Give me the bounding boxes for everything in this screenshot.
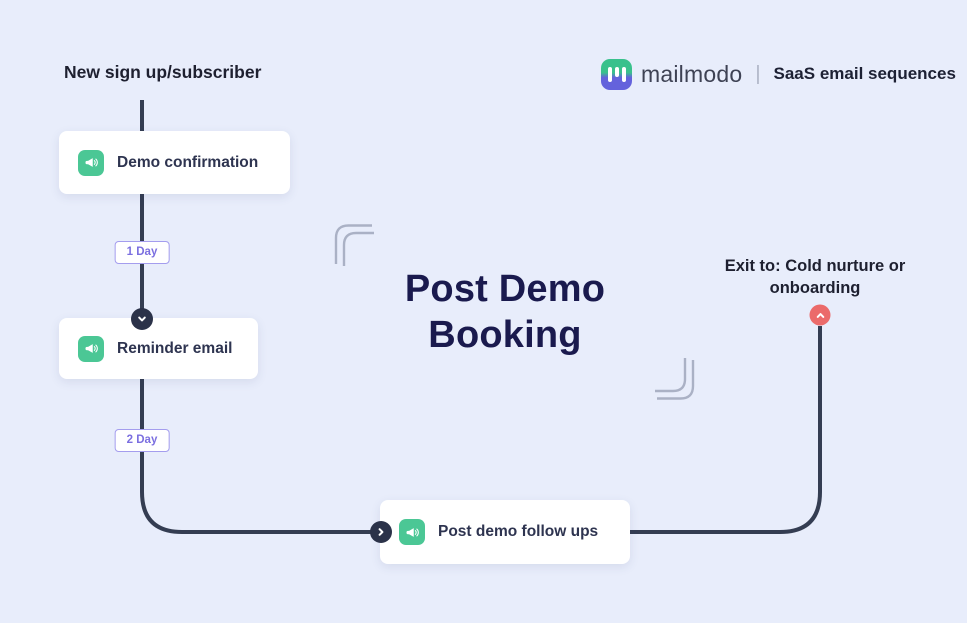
megaphone-icon <box>78 149 104 176</box>
delay-badge-2-day: 2 Day <box>114 429 170 452</box>
brand-name: mailmodo <box>641 60 743 87</box>
page-title: Post Demo Booking <box>355 266 655 358</box>
exit-label-line2: onboarding <box>769 279 861 297</box>
entry-label: New sign up/subscriber <box>64 62 262 82</box>
logo-bar <box>607 66 612 82</box>
flow-node-chevron-right-icon <box>370 521 392 543</box>
step-label: Post demo follow ups <box>438 523 599 540</box>
brand-tagline: SaaS email sequences <box>773 64 956 83</box>
step-card-reminder-email: Reminder email <box>59 318 258 379</box>
megaphone-icon <box>399 519 425 545</box>
logo-bar <box>614 66 619 77</box>
step-label: Demo confirmation <box>117 153 259 171</box>
exit-node-chevron-up-icon <box>809 304 831 326</box>
corner-bracket-top-left-icon <box>334 224 374 266</box>
step-label: Reminder email <box>117 339 233 357</box>
logo-bar <box>621 66 626 82</box>
delay-badge-1-day: 1 Day <box>114 241 170 264</box>
brand-separator: | <box>755 62 761 85</box>
corner-bracket-bottom-right-icon <box>655 358 695 400</box>
page-title-line2: Booking <box>428 314 582 356</box>
flow-node-chevron-down-icon <box>131 308 153 330</box>
exit-label-line1: Exit to: Cold nurture or <box>724 257 906 275</box>
exit-label: Exit to: Cold nurture or onboarding <box>690 255 940 299</box>
mailmodo-logo-icon <box>601 58 632 90</box>
step-card-demo-confirmation: Demo confirmation <box>59 131 290 194</box>
step-card-post-demo-follow-ups: Post demo follow ups <box>380 500 630 564</box>
megaphone-icon <box>78 335 104 362</box>
page-title-line1: Post Demo <box>404 268 606 310</box>
brand-bar: mailmodo | SaaS email sequences <box>601 56 956 92</box>
